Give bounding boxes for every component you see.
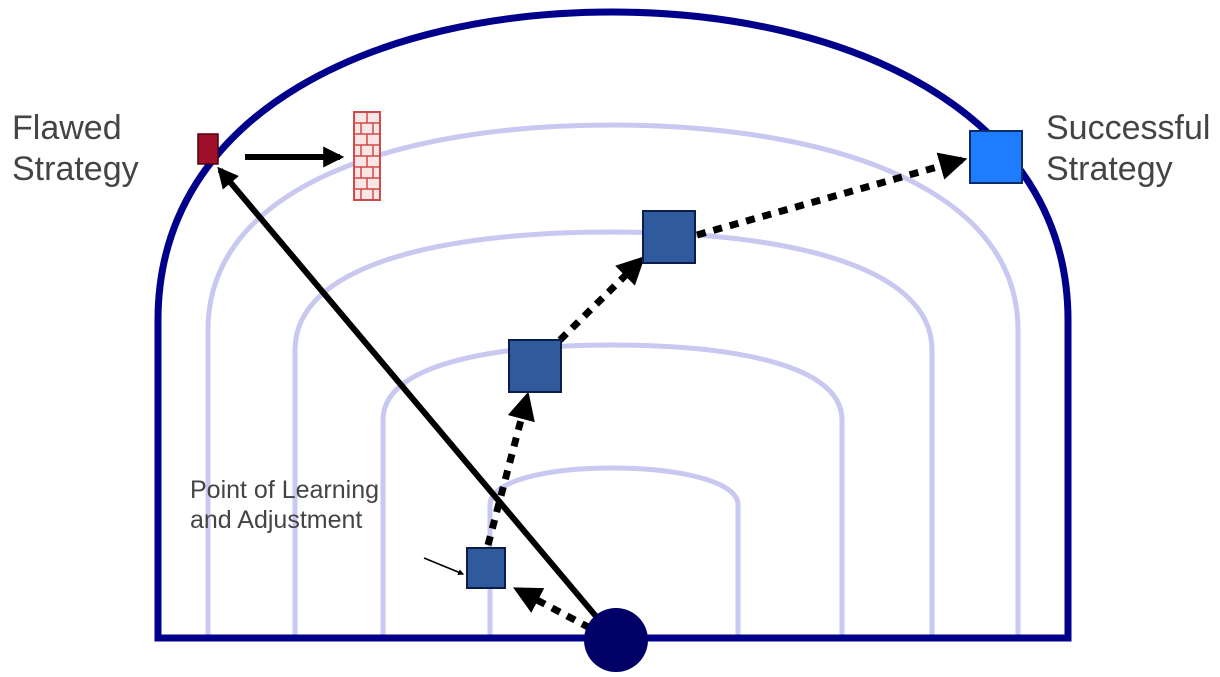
- learning-pointer: [423, 557, 465, 575]
- arc-1: [205, 122, 1021, 635]
- dotted-arrow-2: [484, 391, 535, 546]
- dotted-arrow-3: [557, 256, 645, 343]
- success-label-line1: Successful: [1046, 109, 1211, 147]
- learning-label-line2: and Adjustment: [190, 506, 363, 534]
- arc-3: [380, 342, 845, 635]
- flawed-label-line2: Strategy: [12, 149, 139, 188]
- step-node-3: [642, 210, 696, 264]
- dotted-arrow-4: [696, 152, 968, 239]
- dotted-arrow-1: [513, 586, 592, 632]
- adjustment-path: [484, 152, 968, 632]
- flawed-strategy-label: Flawed Strategy: [12, 108, 139, 190]
- learning-point-label: Point of Learning and Adjustment: [190, 475, 379, 535]
- learning-point-node: [466, 547, 506, 589]
- success-label-line2: Strategy: [1046, 149, 1173, 188]
- flawed-label-line1: Flawed: [12, 109, 122, 147]
- successful-strategy-label: Successful Strategy: [1046, 108, 1210, 190]
- flawed-path-arrow: [217, 166, 608, 629]
- learning-label-line1: Point of Learning: [190, 476, 380, 504]
- brick-wall-icon: [353, 111, 381, 201]
- concentric-arcs: [205, 122, 1021, 635]
- successful-strategy-node: [969, 130, 1023, 184]
- arc-2: [292, 229, 935, 635]
- origin-circle-icon: [584, 608, 648, 672]
- flawed-strategy-node: [197, 133, 219, 165]
- step-node-2: [508, 339, 562, 393]
